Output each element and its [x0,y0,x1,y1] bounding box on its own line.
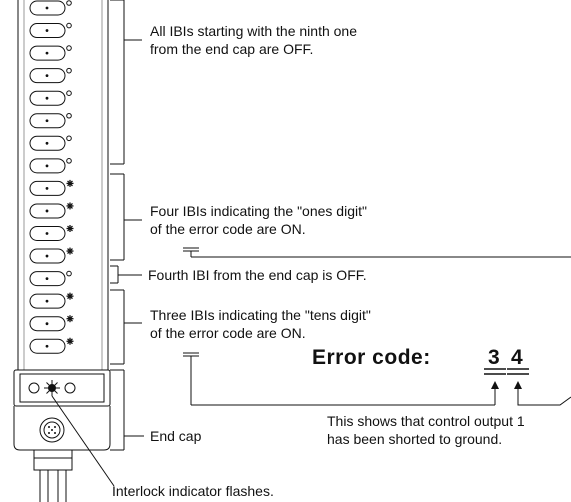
annotation-meaning-line2: has been shorted to ground. [327,431,502,447]
ibi-off-icon [66,67,72,74]
ibi-indicator [29,315,74,332]
ibi-lamp-dot [45,322,49,326]
interlock-leader-line [51,395,115,487]
ibi-indicator [29,0,72,16]
ibi-off-icon [66,112,72,119]
ibi-on-icon [66,225,74,232]
ibi-indicator [29,179,74,196]
interlock-indicator-icon [44,380,60,396]
ibi-lamp-dot [45,344,49,348]
ibi-indicator [29,270,72,287]
bracket-end-cap [110,369,144,451]
tens-digit-connector [183,352,499,406]
ibi-indicator [29,247,74,264]
ibi-lamp-dot [45,277,49,280]
ibi-lamp-dot [45,209,49,213]
annotation-fourth-off: Fourth IBI from the end cap is OFF. [148,267,367,283]
annotation-ones-digit-line2: of the error code are ON. [150,221,306,237]
ibi-lamp-dot [45,96,49,100]
ibi-indicator [29,158,72,174]
ibi-lamp-dot [45,299,49,303]
ibi-indicator [29,292,74,309]
ibi-off-icon [66,0,72,6]
annotation-tens-digit-line2: of the error code are ON. [150,325,306,341]
error-code-underlines [484,368,529,375]
annotation-ibis-off-line1: All IBIs starting with the ninth one [150,23,357,39]
ones-digit-connector [183,247,571,406]
ibi-indicator [29,337,74,354]
annotation-tens-digit-line1: Three IBIs indicating the "tens digit" [150,307,371,323]
annotation-meaning-line1: This shows that control output 1 [327,413,525,429]
ibi-indicator [29,112,72,129]
bracket-fourth-off [110,265,142,284]
bracket-tens-digit [110,289,142,365]
ibi-lamp-dot [45,164,49,168]
ibi-off-icon [66,135,72,142]
ibi-indicator [29,45,72,61]
bracket-ones-digit [110,173,142,261]
ibi-off-icon [66,22,72,29]
ibi-on-icon [66,315,74,323]
ibi-lamp-dot [45,29,49,32]
arrow-up-icon [514,381,522,389]
error-code-label: Error code: [312,346,431,369]
sensor-column [17,0,109,370]
annotation-ones-digit-line1: Four IBIs indicating the "ones digit" [150,203,367,219]
ibi-lamp-dot [45,187,49,190]
ibi-on-icon [66,247,74,255]
ibi-lamp-dot [45,141,49,145]
annotation-end-cap: End cap [150,428,202,444]
ibi-indicator [29,22,72,39]
arrow-up-icon [491,381,499,389]
ibi-indicator [29,202,74,219]
end-cap-lamp-icon [64,382,76,394]
ibi-on-icon [66,292,74,300]
connector-icon [39,417,65,443]
ibi-on-icon [66,337,74,345]
ibi-indicator [29,67,72,84]
ibi-indicator-group [29,0,74,354]
bracket-ibis-off [110,0,142,165]
ibi-lamp-dot [45,51,49,55]
ibi-lamp-dot [45,119,49,123]
ibi-on-icon [66,202,74,210]
ibi-lamp-dot [45,254,49,258]
error-code-tens-digit: 3 [488,346,500,369]
annotation-interlock: Interlock indicator flashes. [112,483,274,499]
ibi-on-icon [66,179,74,187]
ibi-lamp-dot [45,6,49,10]
ibi-off-icon [66,158,72,164]
ibi-indicator [29,225,74,241]
ibi-indicator [29,90,72,106]
ibi-lamp-dot [45,74,49,78]
ibi-off-icon [66,90,72,96]
end-cap [13,369,111,502]
ibi-indicator [29,135,72,151]
annotation-ibis-off-line2: from the end cap are OFF. [150,41,313,57]
ibi-off-icon [66,45,72,51]
end-cap-lamp-icon [28,382,40,394]
ibi-off-icon [66,270,72,277]
error-code-ones-digit: 4 [511,346,523,369]
ibi-lamp-dot [45,232,49,235]
